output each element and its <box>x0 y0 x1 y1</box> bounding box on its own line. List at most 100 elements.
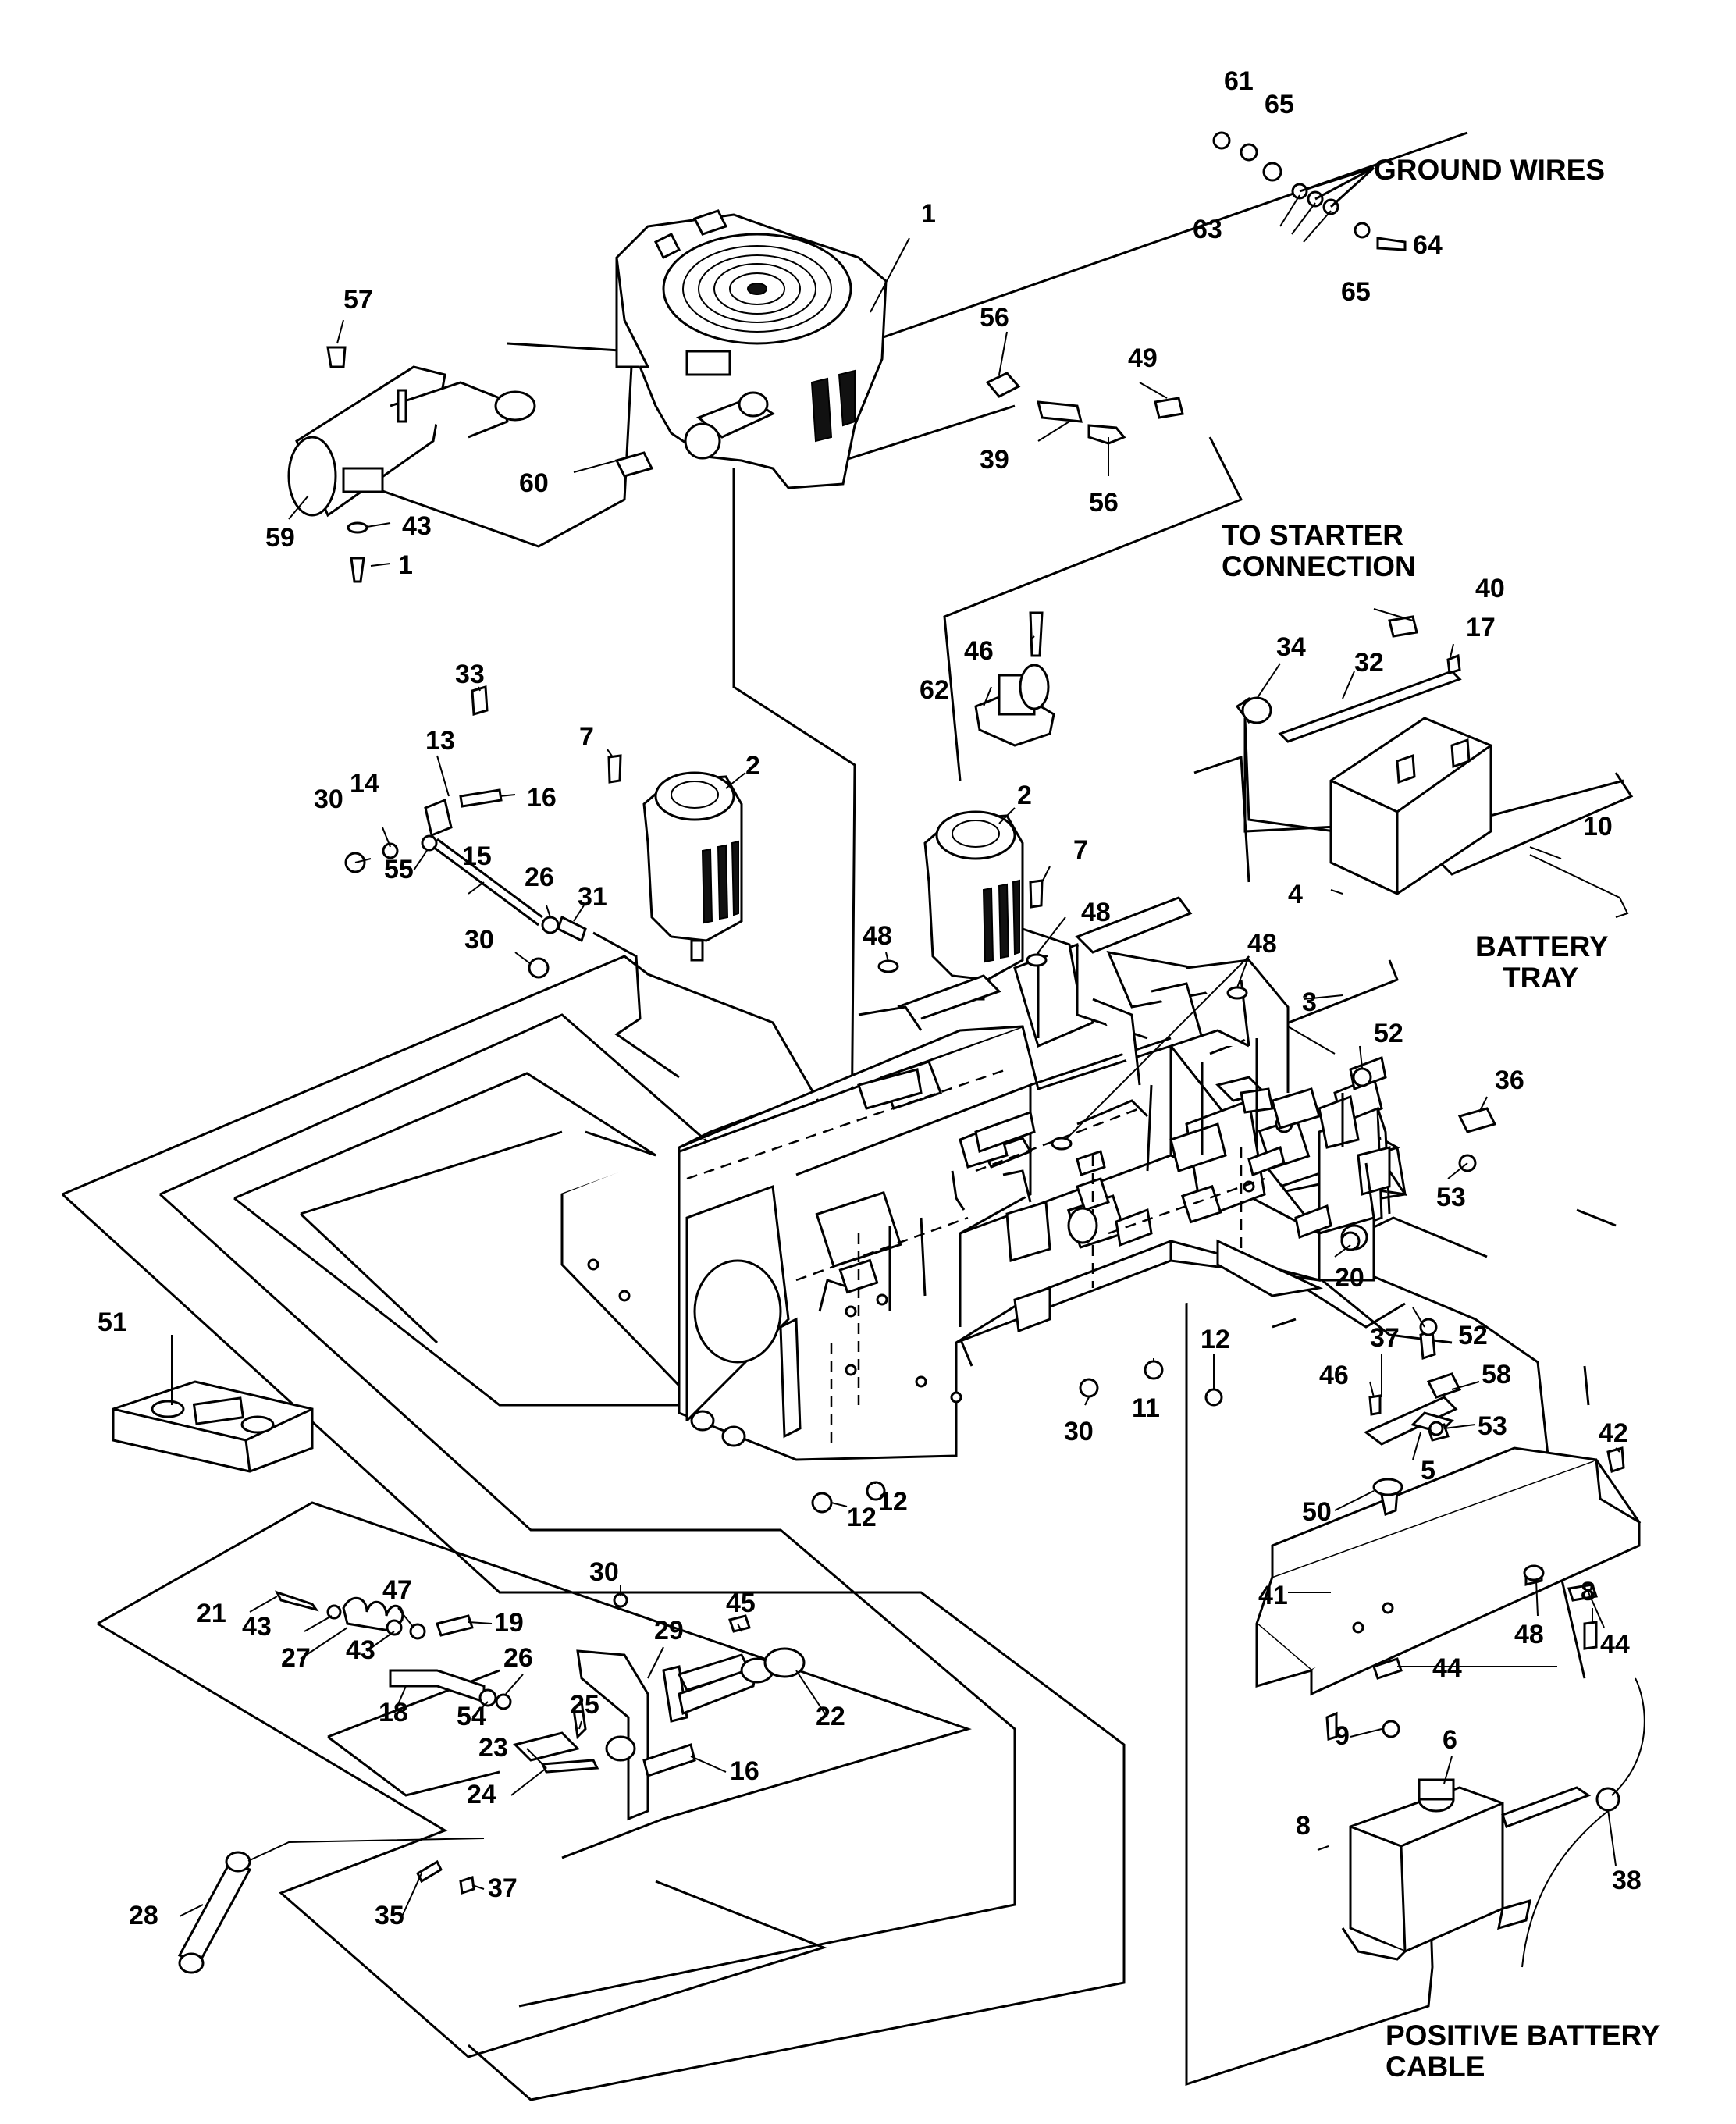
battery-tray-label-line1: BATTERY <box>1475 930 1609 962</box>
callout-19: 19 <box>494 1608 524 1638</box>
callout-8-left: 8 <box>1296 1811 1311 1841</box>
positive-battery-cable-label-line1: POSITIVE BATTERY <box>1386 2019 1660 2051</box>
callout-53-lower: 53 <box>1478 1411 1507 1441</box>
callout-36: 36 <box>1495 1066 1524 1095</box>
callout-46-bracket: 46 <box>1319 1361 1349 1390</box>
positive-battery-cable-label-line2: CABLE <box>1386 2051 1485 2083</box>
callout-65-lower: 65 <box>1341 277 1371 307</box>
battery-support <box>1255 1446 1642 1738</box>
callout-50: 50 <box>1302 1497 1332 1527</box>
callout-54: 54 <box>457 1702 486 1731</box>
callout-55: 55 <box>384 855 414 884</box>
callout-26-lower: 26 <box>503 1643 533 1673</box>
callout-4: 4 <box>1288 880 1303 909</box>
callout-52-upper: 52 <box>1374 1019 1403 1048</box>
callout-11: 11 <box>1132 1393 1160 1423</box>
callout-62: 62 <box>920 675 949 705</box>
callout-5: 5 <box>1421 1456 1435 1485</box>
lower-linkage <box>177 1590 806 1974</box>
callout-27: 27 <box>281 1643 311 1673</box>
starter-connection-label-line1: TO STARTER <box>1222 519 1403 551</box>
callout-48-b: 48 <box>1081 898 1111 927</box>
leader-lines <box>171 237 1620 1917</box>
callout-1-engine: 1 <box>921 199 936 229</box>
callout-35: 35 <box>375 1901 404 1930</box>
callout-22: 22 <box>816 1702 845 1731</box>
callout-46-relay: 46 <box>964 636 994 666</box>
callout-47: 47 <box>382 1575 412 1605</box>
callout-2-right: 2 <box>1017 781 1032 810</box>
callout-40: 40 <box>1475 574 1505 603</box>
callout-30-link: 30 <box>464 925 494 955</box>
callout-12-left: 12 <box>847 1503 877 1532</box>
callout-30-frame: 30 <box>1064 1417 1094 1446</box>
callout-57: 57 <box>343 285 373 315</box>
ground-wire-hardware <box>1212 131 1407 251</box>
callout-43-upper: 43 <box>242 1612 272 1642</box>
callout-6: 6 <box>1443 1725 1457 1755</box>
callout-58: 58 <box>1482 1360 1511 1389</box>
ground-wires-label: GROUND WIRES <box>1374 154 1605 186</box>
callout-41: 41 <box>1258 1581 1288 1610</box>
callout-56-lower: 56 <box>1089 488 1119 518</box>
callout-43-muffler: 43 <box>402 511 432 541</box>
callout-10: 10 <box>1583 812 1613 841</box>
battery-tray-label-line2: TRAY <box>1503 962 1579 994</box>
callout-30-upper: 30 <box>314 784 343 814</box>
callout-1-muffler: 1 <box>398 550 413 580</box>
callout-9: 9 <box>1335 1721 1350 1751</box>
callout-61: 61 <box>1224 66 1254 96</box>
engine <box>615 209 888 489</box>
callout-63: 63 <box>1193 215 1222 244</box>
callout-43-lower: 43 <box>346 1635 375 1665</box>
callout-51: 51 <box>98 1307 127 1337</box>
callout-53-upper: 53 <box>1436 1183 1466 1212</box>
starter-relay <box>974 611 1055 747</box>
callout-48-c: 48 <box>1247 929 1277 959</box>
hydro-pump-right <box>923 810 1044 1001</box>
grouping-outlines <box>61 131 1634 2101</box>
callout-32: 32 <box>1354 648 1384 678</box>
callout-7-left: 7 <box>579 722 594 752</box>
callout-14: 14 <box>350 769 379 799</box>
fuel-tank <box>1325 1621 1645 1968</box>
callout-64: 64 <box>1413 230 1443 260</box>
callout-12-center: 12 <box>878 1487 908 1517</box>
callout-44-right: 44 <box>1600 1630 1630 1660</box>
main-frame <box>560 896 1391 1461</box>
callout-30-lower: 30 <box>589 1557 619 1587</box>
fuel-line-parts <box>985 372 1184 445</box>
callout-34: 34 <box>1276 632 1306 662</box>
callout-60: 60 <box>519 468 549 498</box>
part-callouts: 61 65 63 64 65 1 57 56 49 39 56 60 59 43… <box>98 66 1642 1930</box>
callout-17: 17 <box>1466 613 1496 642</box>
callout-29: 29 <box>654 1616 684 1645</box>
starter-connection-label-line2: CONNECTION <box>1222 550 1416 582</box>
callout-44-center: 44 <box>1432 1653 1462 1683</box>
callout-12-right: 12 <box>1201 1325 1230 1354</box>
linkage-upper <box>344 685 587 979</box>
callout-42: 42 <box>1599 1418 1628 1448</box>
callout-15: 15 <box>462 841 492 871</box>
callout-18: 18 <box>379 1698 408 1727</box>
callout-3: 3 <box>1302 987 1317 1017</box>
callout-16-lower: 16 <box>730 1756 760 1786</box>
callout-59: 59 <box>265 523 295 553</box>
callout-48-d: 48 <box>1514 1620 1544 1649</box>
callout-25: 25 <box>570 1690 599 1720</box>
callout-20: 20 <box>1335 1263 1364 1293</box>
callout-23: 23 <box>478 1733 508 1763</box>
callout-48-a: 48 <box>863 921 892 951</box>
callout-26-upper: 26 <box>525 863 554 892</box>
note-labels: GROUND WIRES TO STARTER CONNECTION BATTE… <box>1222 154 1660 2083</box>
hydro-pump-left <box>607 754 743 962</box>
callout-13: 13 <box>425 726 455 756</box>
callout-7-right: 7 <box>1073 835 1088 865</box>
callout-2-left: 2 <box>745 751 760 781</box>
seat-switch <box>112 1380 314 1473</box>
misc-hardware <box>811 953 1497 1514</box>
muffler <box>287 346 654 583</box>
callout-31: 31 <box>578 882 607 912</box>
callout-33: 33 <box>455 660 485 689</box>
